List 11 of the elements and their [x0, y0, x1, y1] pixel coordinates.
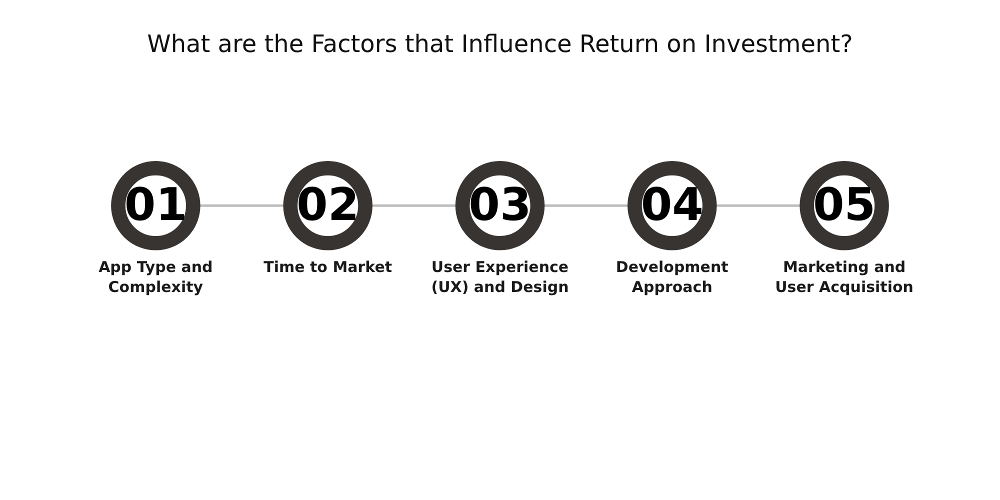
step-label: App Type and Complexity — [98, 257, 214, 298]
node-circle: 01 — [111, 161, 200, 250]
node-circle: 03 — [455, 161, 545, 250]
title: What are the Factors that Influence Return on Investment? — [146, 30, 854, 58]
node-circle: 05 — [800, 161, 889, 250]
node-circle: 02 — [283, 161, 372, 250]
step-label: User Experience (UX) and Design — [430, 257, 570, 298]
node-circle: 04 — [628, 161, 717, 250]
step-label: Marketing and User Acquisition — [774, 257, 914, 298]
step-label: Time to Market — [262, 257, 394, 278]
step-label: Development Approach — [614, 257, 730, 298]
